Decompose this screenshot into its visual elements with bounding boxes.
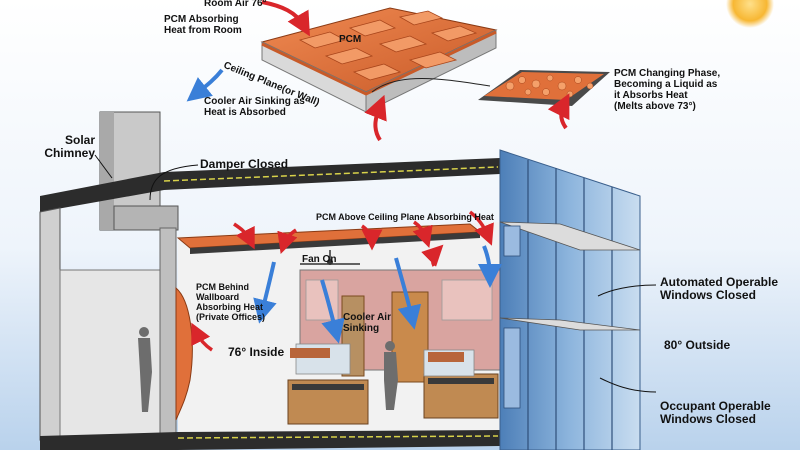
label-fan-on: Fan On: [302, 254, 337, 265]
pcm-phase-blob-detail: [478, 70, 610, 106]
label-automated-windows: Automated Operable Windows Closed: [660, 275, 779, 302]
pcm-ceiling-panel-detail: [260, 7, 498, 113]
label-outside-temp: 80° Outside: [664, 338, 731, 352]
pointer-line-panel-to-blob: [371, 78, 491, 93]
label-pcm-behind-wallboard: PCM Behind Wallboard Absorbing Heat (Pri…: [196, 282, 266, 322]
room-air-arrows: [191, 210, 502, 352]
leader-lines: [94, 154, 657, 393]
label-room-air: Room Air 76°: [204, 0, 267, 9]
cool-arrow-top: [186, 68, 224, 102]
label-pcm-tile: PCM: [339, 34, 362, 45]
label-pcm-above-ceiling: PCM Above Ceiling Plane Absorbing Heat: [316, 212, 494, 222]
label-cooler-air-room: Cooler Air Sinking: [343, 312, 391, 334]
label-solar-chimney: Solar Chimney: [44, 133, 95, 160]
label-pcm-absorbing-room: PCM Absorbing Heat from Room: [164, 14, 242, 36]
label-pcm-phase: PCM Changing Phase, Becoming a Liquid as…: [614, 68, 721, 112]
sun-icon: [726, 0, 774, 28]
heat-arrow-under-blob: [547, 93, 570, 130]
label-inside-temp: 76° Inside: [228, 345, 285, 359]
glass-facade: [499, 149, 641, 450]
heat-arrow-room-air: [261, 0, 310, 37]
heat-arrow-under-panel: [364, 94, 387, 142]
label-cooler-air-top: Cooler Air Sinking as Heat is Absorbed: [204, 96, 305, 118]
label-occupant-windows: Occupant Operable Windows Closed: [660, 399, 771, 426]
label-damper-closed: Damper Closed: [200, 157, 289, 171]
